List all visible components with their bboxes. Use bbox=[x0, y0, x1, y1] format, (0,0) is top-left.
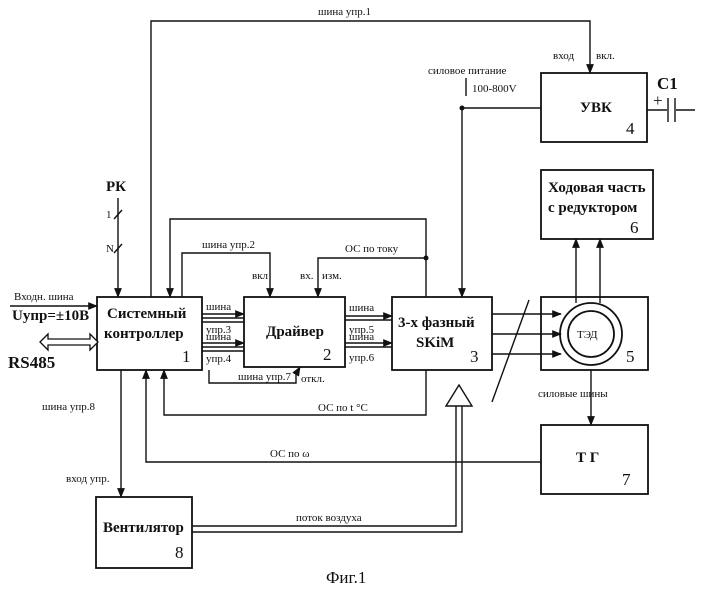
bus3-label-a: шина bbox=[206, 301, 231, 313]
airflow-line-b bbox=[192, 406, 456, 526]
airflow-label: поток воздуха bbox=[296, 512, 362, 524]
uvk-input-label-b: вкл. bbox=[596, 50, 615, 62]
bus1-line bbox=[151, 21, 590, 297]
driver-enable-label: вкл bbox=[252, 270, 269, 282]
driver-number: 2 bbox=[323, 345, 332, 364]
current-junction bbox=[424, 256, 429, 261]
c1-plus: + bbox=[653, 91, 663, 110]
controller-label-1: Системный bbox=[107, 306, 187, 322]
fan-number: 8 bbox=[175, 543, 184, 562]
bus6-label-b: упр.6 bbox=[349, 352, 375, 364]
rk-contact-1: 1 bbox=[106, 209, 112, 221]
rs485-arrow bbox=[40, 334, 98, 350]
bus4-label-b: упр.4 bbox=[206, 353, 232, 365]
fan-input-label: вход упр. bbox=[66, 473, 110, 485]
rk-label: РК bbox=[106, 179, 126, 195]
driver-off-label: откл. bbox=[301, 373, 325, 385]
power-label: силовое питание bbox=[428, 65, 507, 77]
tg-label: Т Г bbox=[576, 450, 599, 466]
bus5-label-a: шина bbox=[349, 302, 374, 314]
voltage-label: 100-800V bbox=[472, 83, 517, 95]
motor-number: 5 bbox=[626, 347, 635, 366]
motor-label: ТЭД bbox=[577, 329, 598, 341]
driver-meas-label: изм. bbox=[322, 270, 342, 282]
tg-number: 7 bbox=[622, 470, 631, 489]
bus2-label: шина упр.2 bbox=[202, 239, 255, 251]
skim-label-2: SKiM bbox=[416, 335, 454, 351]
chassis-label-1: Ходовая часть bbox=[548, 180, 646, 196]
current-feedback-label: ОС по току bbox=[345, 243, 399, 255]
bus4-label-a: шина bbox=[206, 331, 231, 343]
bus8-label: шина упр.8 bbox=[42, 401, 96, 413]
control-voltage-label: Uупр=±10В bbox=[12, 308, 89, 324]
power-buses-label: силовые шины bbox=[538, 388, 608, 400]
rk-contact-n: N bbox=[106, 243, 114, 255]
driver-label: Драйвер bbox=[266, 324, 324, 340]
temp-feedback-label: ОС по t °C bbox=[318, 402, 368, 414]
skim-label-1: 3-х фазный bbox=[398, 315, 475, 331]
chassis-label-2: с редуктором bbox=[548, 200, 637, 216]
figure-caption: Фиг.1 bbox=[326, 568, 366, 587]
speed-feedback-line bbox=[146, 370, 541, 462]
input-bus-label: Входн. шина bbox=[14, 291, 74, 303]
bus7-label: шина упр.7 bbox=[238, 371, 292, 383]
controller-label-2: контроллер bbox=[104, 326, 184, 342]
driver-in-label: вх. bbox=[300, 270, 314, 282]
bus1-label: шина упр.1 bbox=[318, 6, 371, 18]
skim-number: 3 bbox=[470, 347, 479, 366]
chassis-number: 6 bbox=[630, 218, 639, 237]
speed-feedback-label: ОС по ω bbox=[270, 448, 310, 460]
uvk-number: 4 bbox=[626, 119, 635, 138]
rs485-label: RS485 bbox=[8, 353, 55, 372]
fan-label: Вентилятор bbox=[103, 520, 184, 536]
bus6-label-a: шина bbox=[349, 331, 374, 343]
uvk-input-label-a: вход bbox=[553, 50, 574, 62]
uvk-label: УВК bbox=[580, 100, 612, 116]
temp-feedback-line bbox=[164, 370, 426, 415]
power-bus-slash bbox=[492, 300, 529, 402]
controller-number: 1 bbox=[182, 347, 191, 366]
airflow-arrowhead bbox=[446, 385, 472, 406]
